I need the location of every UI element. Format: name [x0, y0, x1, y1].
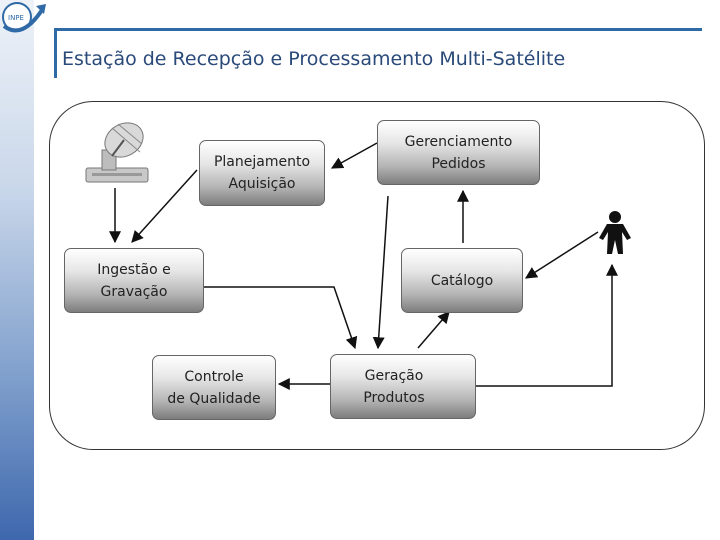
- arrow-ingestao-to-geracao: [204, 286, 358, 350]
- node-catalogo: Catálogo: [401, 248, 523, 313]
- node-gerenciamento-pedidos: Gerenciamento Pedidos: [377, 120, 540, 185]
- svg-text:INPE: INPE: [8, 14, 24, 22]
- title-rule-top: [54, 28, 702, 31]
- title-rule-left: [54, 28, 57, 78]
- arrow-geracao-to-user: [476, 263, 618, 387]
- node-planejamento-aquisicao: Planejamento Aquisição: [199, 140, 325, 206]
- page-title: Estação de Recepção e Processamento Mult…: [62, 48, 566, 70]
- node-controle-qualidade: Controle de Qualidade: [152, 355, 276, 420]
- node-geracao-produtos: Geração Produtos: [330, 354, 476, 419]
- arrow-planejamento-to-ingestao: [131, 169, 198, 243]
- arrow-user-to-catalogo: [524, 231, 599, 279]
- diagram-frame: [49, 101, 705, 450]
- sidebar-decoration: [0, 0, 34, 540]
- arrow-geracao-to-catalogo: [417, 311, 450, 349]
- arrow-gerenciamento-to-geracao: [372, 195, 389, 350]
- satellite-dish-icon: [85, 122, 149, 183]
- node-ingestao-gravacao: Ingestão e Gravação: [64, 248, 204, 313]
- user-icon: [599, 211, 631, 254]
- inpe-logo-icon: INPE: [2, 2, 46, 33]
- arrow-gerenciamento-to-planejamento: [330, 142, 378, 169]
